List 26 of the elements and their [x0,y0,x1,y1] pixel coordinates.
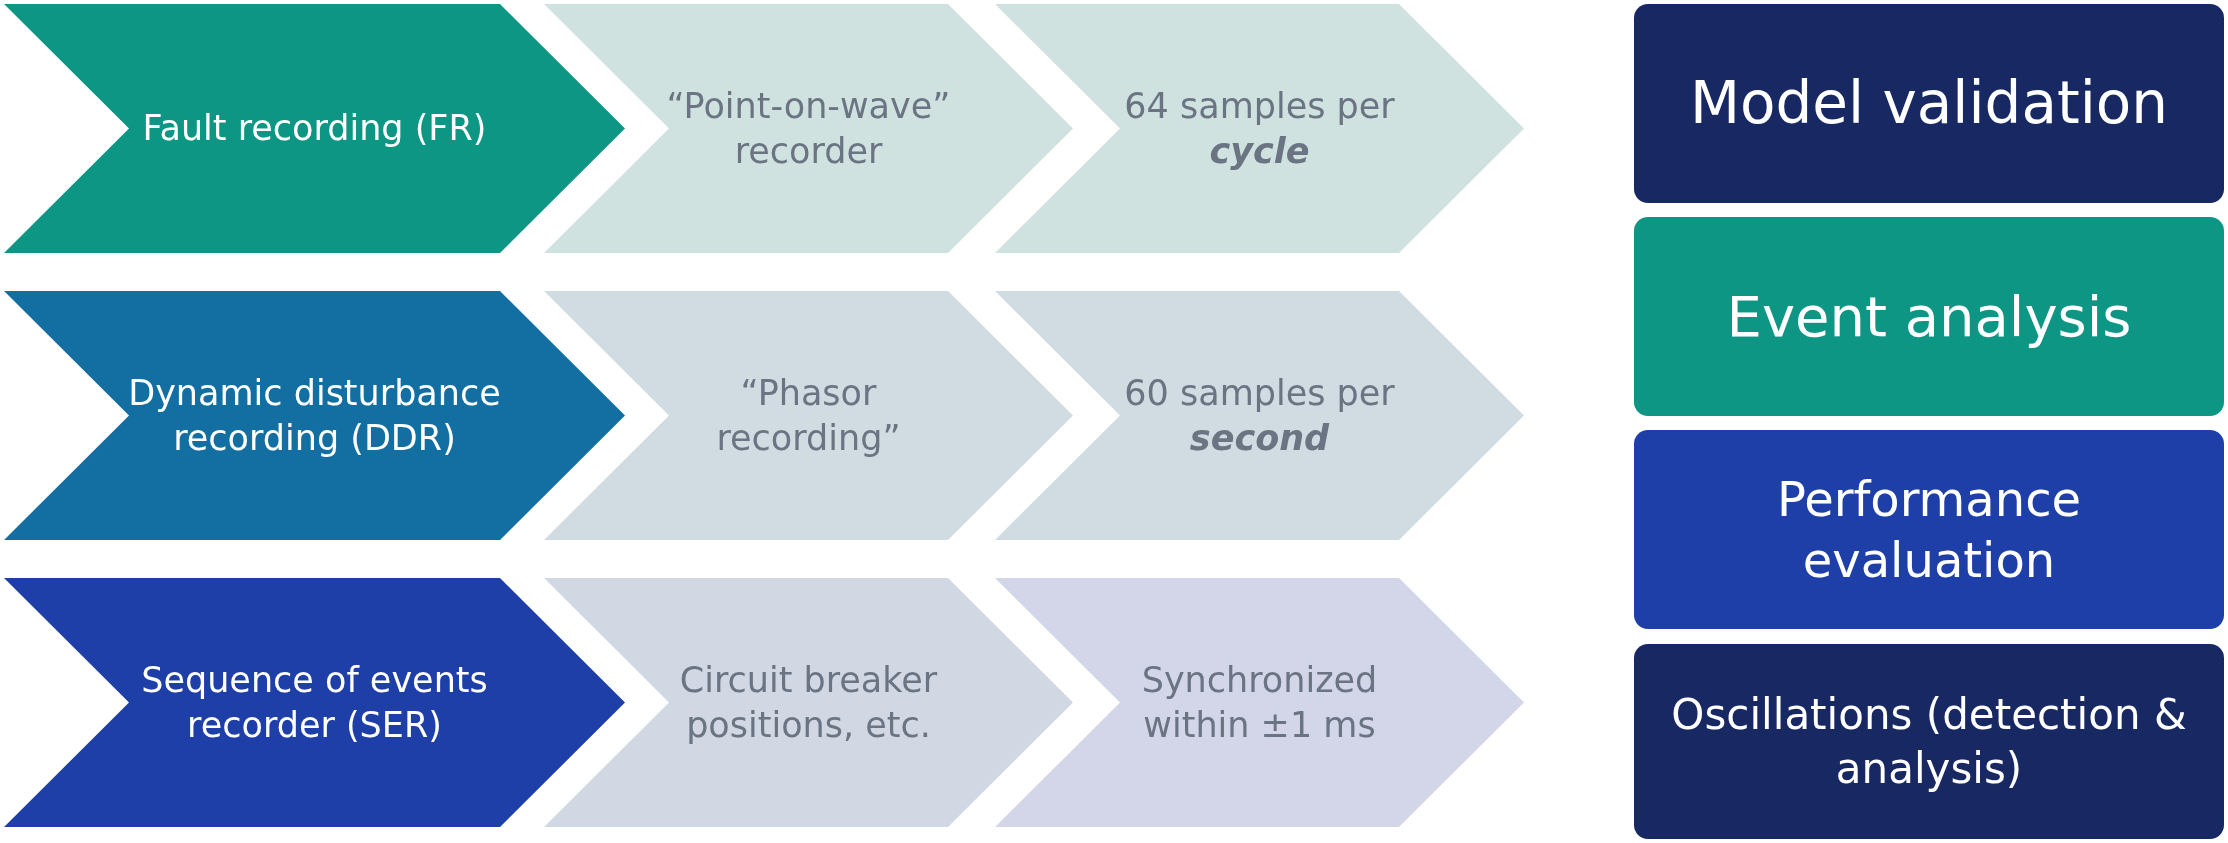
step-label: Dynamic disturbance recording (DDR) [127,372,502,460]
step-label: “Point-on-wave” recorder [665,85,952,173]
outcome-box [1634,217,2224,416]
chevron-step [544,4,1073,253]
chevron-step [995,291,1524,540]
step-label: Circuit breaker positions, etc. [678,659,939,747]
outcome-label: Event analysis [1726,282,2132,351]
chevron-step [4,578,625,827]
step-label: 64 samples per cycle [1123,85,1396,173]
outcome-box [1634,644,2224,839]
chevron-step [544,291,1073,540]
outcome-label: Oscillations (detection & analysis) [1670,689,2188,795]
chevron-step [4,4,625,253]
outcome-label: Model validation [1689,67,2169,139]
outcome-box [1634,4,2224,203]
step-label: “Phasor recording” [715,372,902,460]
step-label: 60 samples per second [1123,372,1396,460]
step-label: Fault recording (FR) [142,107,487,151]
step-label: Sequence of events recorder (SER) [140,659,489,747]
chevron-step [995,578,1524,827]
chevron-step [544,578,1073,827]
chevron-step [4,291,625,540]
outcome-box [1634,430,2224,629]
outcome-label: Performance evaluation [1775,469,2083,590]
chevron-step [995,4,1524,253]
step-label: Synchronized within ±1 ms [1140,659,1379,747]
